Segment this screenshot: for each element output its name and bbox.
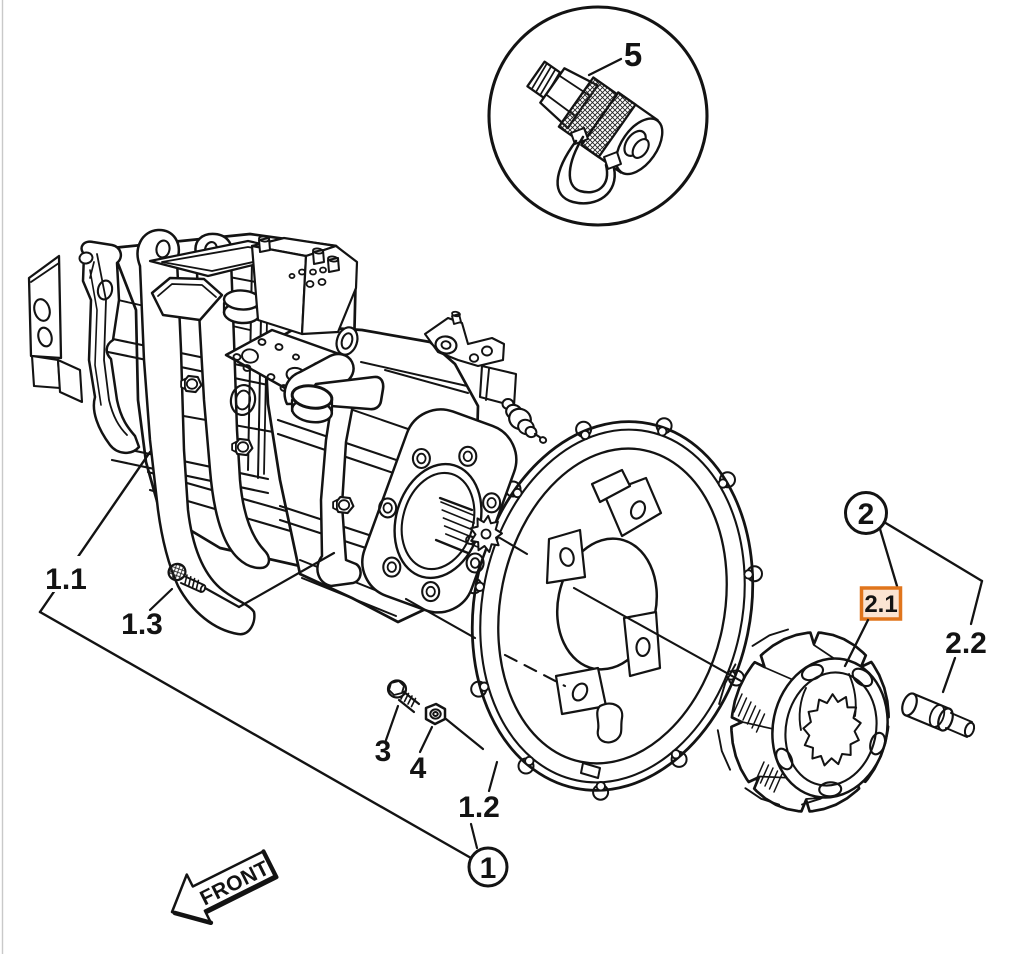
svg-text:2: 2 [858,498,875,531]
svg-text:4: 4 [410,752,427,785]
svg-text:1.2: 1.2 [458,791,500,824]
svg-text:1.3: 1.3 [121,608,163,641]
svg-text:2.1: 2.1 [864,591,897,618]
svg-text:1.1: 1.1 [45,563,87,596]
svg-text:3: 3 [375,735,392,768]
svg-text:5: 5 [624,36,642,73]
svg-text:2.2: 2.2 [945,627,987,660]
svg-text:1: 1 [480,852,497,885]
